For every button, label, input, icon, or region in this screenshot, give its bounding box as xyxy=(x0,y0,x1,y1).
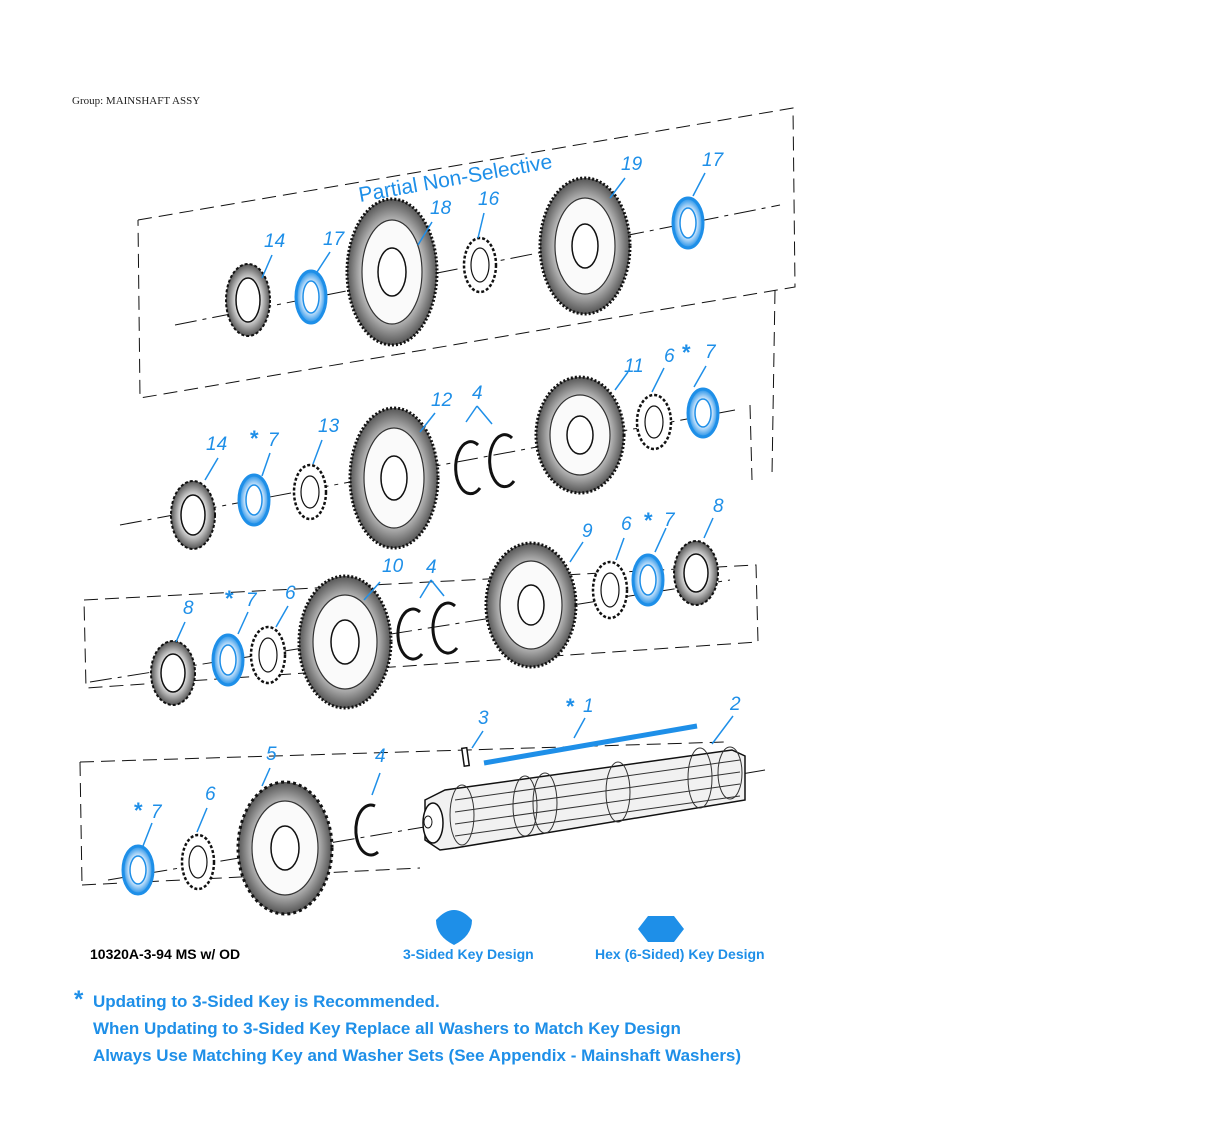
callout-star: * xyxy=(566,694,575,719)
snap-ring-icon xyxy=(354,803,380,857)
gear-icon xyxy=(348,406,440,550)
note-line-2: When Updating to 3-Sided Key Replace all… xyxy=(93,1019,681,1038)
callout-number: 6 xyxy=(285,583,296,604)
snap-ring-icon xyxy=(454,433,516,496)
callout-number: 5 xyxy=(266,744,277,765)
note-line-3: Always Use Matching Key and Washer Sets … xyxy=(93,1046,742,1065)
row2-parts xyxy=(170,375,720,550)
callout-number: 6 xyxy=(664,346,675,367)
washer-icon xyxy=(686,387,720,439)
washer-icon xyxy=(211,633,245,687)
row4-parts xyxy=(121,723,746,916)
washer-icon xyxy=(292,463,328,521)
callout-number: 17 xyxy=(323,229,346,250)
note-star: * xyxy=(74,986,84,1013)
row3-parts xyxy=(150,540,719,710)
callout-star: * xyxy=(225,586,234,611)
callout-labels: 14 17 18 16 19 17 14 * 7 13 12 4 11 6 * … xyxy=(134,150,741,823)
gear-icon xyxy=(484,541,578,669)
shaft-icon xyxy=(422,746,746,851)
callout-star: * xyxy=(250,426,259,451)
callout-number: 6 xyxy=(205,784,216,805)
washer-icon xyxy=(635,393,673,451)
callout-number: 7 xyxy=(268,430,280,451)
washer-icon xyxy=(294,269,328,325)
callout-number: 1 xyxy=(583,696,594,717)
washer-icon xyxy=(591,560,629,620)
callout-number: 14 xyxy=(264,231,285,252)
three-sided-key-caption: 3-Sided Key Design xyxy=(403,946,534,962)
callout-star: * xyxy=(644,508,653,533)
callout-number: 13 xyxy=(318,416,340,437)
callout-number: 10 xyxy=(382,556,404,577)
hex-key-icon xyxy=(638,916,684,942)
callout-number: 4 xyxy=(472,383,483,404)
gear-icon xyxy=(225,263,271,337)
callout-number: 8 xyxy=(183,598,194,619)
callout-number: 8 xyxy=(713,496,724,517)
key-bar xyxy=(483,723,698,766)
callout-number: 7 xyxy=(151,802,163,823)
callout-number: 3 xyxy=(478,708,489,729)
gear-icon xyxy=(170,480,216,550)
gear-icon xyxy=(345,197,439,347)
group-label: Group: MAINSHAFT ASSY xyxy=(72,95,201,107)
callout-number: 18 xyxy=(430,198,452,219)
washer-icon xyxy=(121,844,155,896)
callout-number: 11 xyxy=(624,356,644,377)
gear-icon xyxy=(534,375,626,495)
note-line-1: Updating to 3-Sided Key is Recommended. xyxy=(93,992,440,1011)
figure-code: 10320A-3-94 MS w/ OD xyxy=(90,946,240,962)
callout-number: 16 xyxy=(478,189,500,210)
snap-ring-icon xyxy=(396,601,459,661)
callout-number: 7 xyxy=(246,590,258,611)
gear-icon xyxy=(236,780,334,916)
callout-number: 9 xyxy=(582,521,593,542)
gear-icon xyxy=(297,574,393,710)
gear-icon xyxy=(538,176,632,316)
washer-icon xyxy=(671,196,705,250)
callout-number: 7 xyxy=(705,342,717,363)
washer-icon xyxy=(180,833,216,891)
diagram-title: Partial Non-Selective xyxy=(357,150,554,207)
gear-icon xyxy=(673,540,719,606)
callout-number: 19 xyxy=(621,154,643,175)
row1-parts xyxy=(225,176,705,347)
washer-icon xyxy=(631,553,665,607)
washer-icon xyxy=(462,236,498,294)
key-pin-icon xyxy=(460,746,471,768)
leader-lines xyxy=(142,172,734,847)
callout-star: * xyxy=(682,340,691,365)
three-sided-key-icon xyxy=(436,910,472,945)
washer-icon xyxy=(249,625,287,685)
callout-number: 6 xyxy=(621,514,632,535)
callout-star: * xyxy=(134,798,143,823)
callout-number: 12 xyxy=(431,390,453,411)
callout-number: 7 xyxy=(664,510,676,531)
gear-icon xyxy=(150,640,196,706)
hex-key-caption: Hex (6-Sided) Key Design xyxy=(595,946,765,962)
callout-number: 4 xyxy=(375,746,386,767)
washer-icon xyxy=(237,473,271,527)
callout-number: 4 xyxy=(426,557,437,578)
callout-number: 2 xyxy=(729,694,741,715)
callout-number: 17 xyxy=(702,150,725,171)
callout-number: 14 xyxy=(206,434,227,455)
